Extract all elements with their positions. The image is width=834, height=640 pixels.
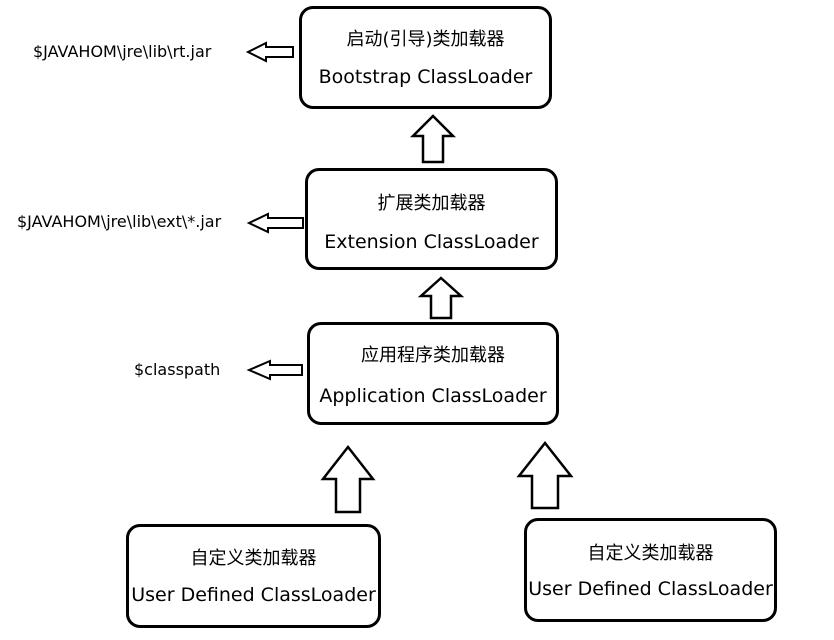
up-arrow-icon-extension-to-bootstrap <box>409 114 457 164</box>
left-arrow-icon-bootstrap-path <box>245 41 294 63</box>
extension-en-label: Extension ClassLoader <box>324 231 539 253</box>
bootstrap-en-label: Bootstrap ClassLoader <box>318 66 533 88</box>
user-left-en-label: User Defined ClassLoader <box>131 584 376 606</box>
bootstrap-classloader-node: 启动(引导)类加载器 Bootstrap ClassLoader <box>299 6 552 109</box>
user-defined-classloader-node-left: 自定义类加载器 User Defined ClassLoader <box>126 524 381 628</box>
bootstrap-load-path: $JAVAHOM\jre\lib\rt.jar <box>33 42 212 61</box>
up-arrow-icon-user-left-to-application <box>320 444 376 514</box>
extension-load-path: $JAVAHOM\jre\lib\ext\*.jar <box>17 212 222 231</box>
application-en-label: Application ClassLoader <box>319 385 547 407</box>
user-defined-classloader-node-right: 自定义类加载器 User Defined ClassLoader <box>524 518 777 622</box>
application-zh-label: 应用程序类加载器 <box>361 345 505 366</box>
extension-zh-label: 扩展类加载器 <box>377 193 486 214</box>
left-arrow-icon-extension-path <box>246 212 304 234</box>
extension-classloader-node: 扩展类加载器 Extension ClassLoader <box>305 168 558 270</box>
user-right-en-label: User Defined ClassLoader <box>528 578 773 600</box>
application-classloader-node: 应用程序类加载器 Application ClassLoader <box>307 322 559 425</box>
user-left-zh-label: 自定义类加载器 <box>190 548 317 569</box>
bootstrap-zh-label: 启动(引导)类加载器 <box>346 29 505 50</box>
up-arrow-icon-user-right-to-application <box>516 440 574 510</box>
up-arrow-icon-application-to-extension <box>417 276 465 320</box>
user-right-zh-label: 自定义类加载器 <box>587 543 714 564</box>
left-arrow-icon-application-path <box>246 359 303 381</box>
application-load-path: $classpath <box>134 360 221 379</box>
